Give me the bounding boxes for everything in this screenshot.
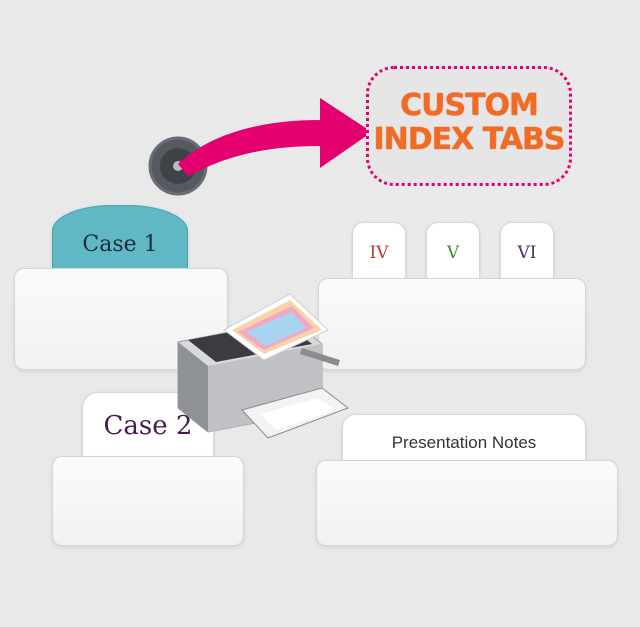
- printer-icon: [177, 293, 350, 439]
- tab-iv: IV: [352, 222, 406, 286]
- tab-iv-label: IV: [369, 243, 389, 263]
- tab-vi: VI: [500, 222, 554, 286]
- tab-v-label: V: [446, 243, 460, 263]
- tab-vi-label: VI: [517, 243, 537, 263]
- callout-line-1: CUSTOM: [400, 88, 539, 123]
- case-2-sleeve: [52, 456, 244, 546]
- presentation-notes-sleeve: [316, 460, 618, 546]
- roman-tabs-sleeve: [318, 278, 586, 370]
- tab-v: V: [426, 222, 480, 286]
- arrow-icon: [178, 98, 372, 176]
- custom-index-tabs-callout: CUSTOM INDEX TABS: [366, 66, 572, 186]
- case-1-label: Case 1: [82, 232, 158, 257]
- presentation-notes-label: Presentation Notes: [391, 433, 537, 452]
- callout-line-2: INDEX TABS: [373, 122, 565, 157]
- case-2-label: Case 2: [103, 411, 193, 441]
